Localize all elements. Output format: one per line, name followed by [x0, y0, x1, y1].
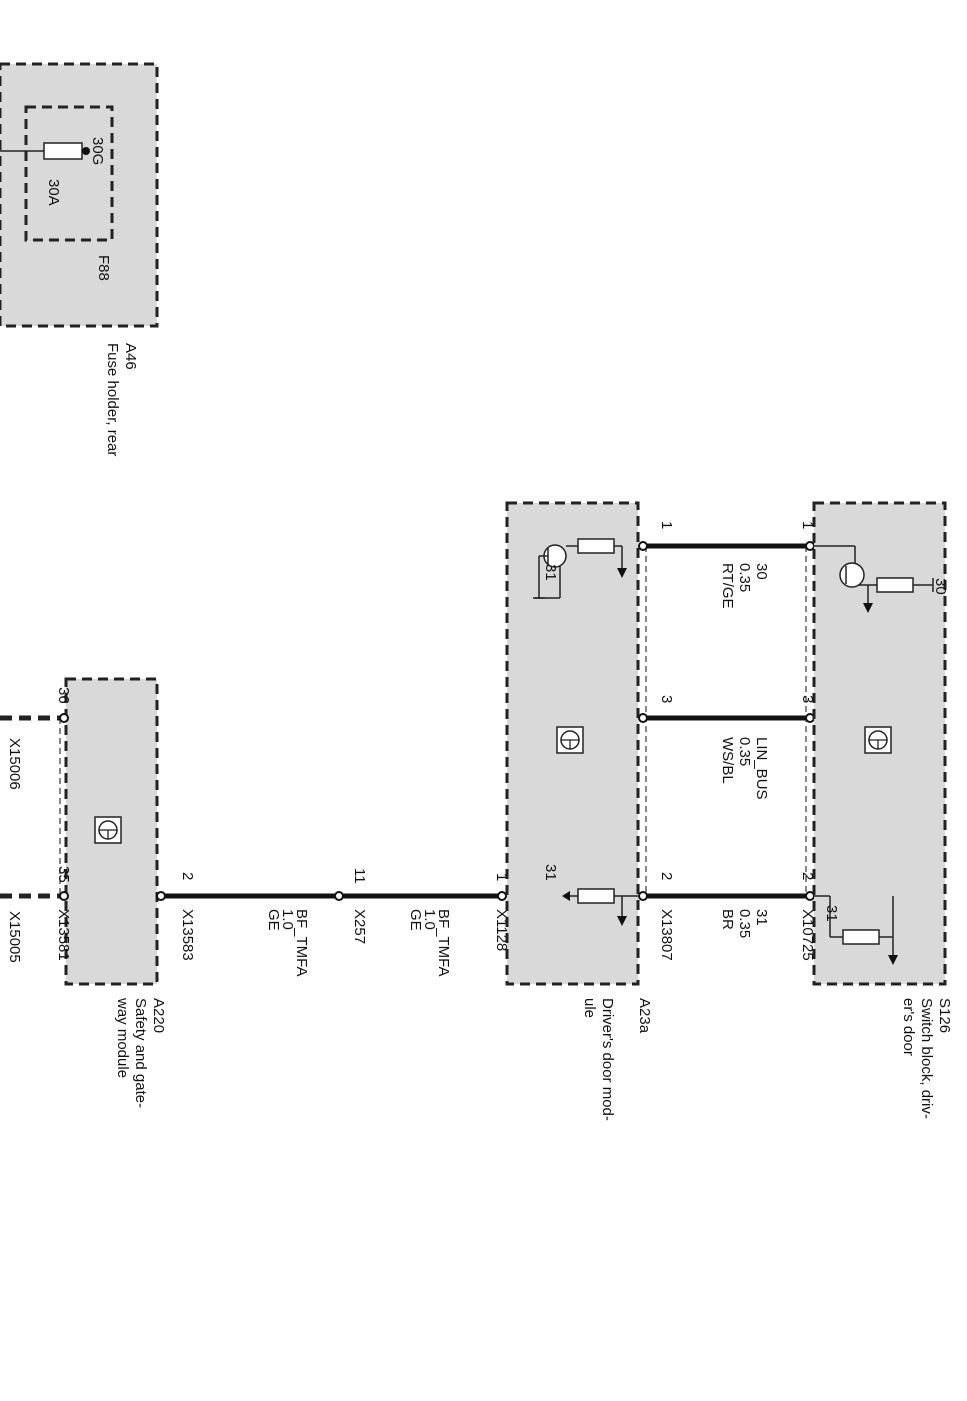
gateway-pin-35-label: 35	[55, 866, 72, 883]
x257-pin-11-label: 11	[351, 868, 368, 884]
wire-30-color: RT/GE	[719, 563, 736, 609]
door-module-pin-3	[638, 713, 648, 723]
door-module-name-line2: ule	[581, 998, 598, 1018]
switch-block-pin-1-label: 1	[799, 521, 816, 529]
door-module-name-line1: Driver's door mod-	[599, 998, 616, 1121]
switch-block-id: S126	[936, 998, 953, 1033]
wire-lin-size: 0.35	[736, 737, 753, 766]
door-module-pin-2-label: 2	[658, 872, 675, 880]
wire-bf-b-name: BF_TMFA	[435, 909, 452, 977]
switch-block-pin-3-label: 3	[799, 695, 816, 703]
door-module-transistor-circuit	[533, 538, 627, 599]
switch-block-pin-2-label: 2	[799, 872, 816, 880]
wire-31-size: 0.35	[736, 909, 753, 938]
switch-block-pin-1	[805, 541, 815, 551]
gateway-aux-connector-label: X13581	[55, 909, 72, 961]
door-module-pin-in	[497, 891, 507, 901]
wire-30-name: 30	[753, 563, 770, 580]
wire-bf-a-name: BF_TMFA	[293, 909, 310, 977]
safety-gateway-controller-icon	[94, 816, 122, 844]
wire-31-color: BR	[719, 909, 736, 930]
door-module-connector-b-label: X13807	[658, 909, 675, 961]
wire-30-size: 0.35	[736, 563, 753, 592]
fuse-holder-box	[0, 62, 159, 328]
switch-block-controller-icon	[864, 726, 892, 754]
fuse-holder-id: A46	[122, 343, 139, 370]
switch-block-ground-circuit	[814, 895, 898, 965]
gateway-name-line1: Safety and gate-	[132, 998, 149, 1108]
fuse-holder-name: Fuse holder, rear	[104, 343, 121, 456]
wire-lin-name: LIN_BUS	[753, 737, 770, 800]
wire-bf-a-color: GE	[265, 909, 282, 931]
gateway-main-connector-label: X13583	[179, 909, 196, 961]
door-module-pin-1-label: 1	[658, 521, 675, 529]
x257-label: X257	[351, 909, 368, 944]
switch-block-name-line2: er's door	[900, 998, 917, 1056]
wire-lin-color: WS/BL	[719, 737, 736, 784]
gateway-name-line2: way module	[114, 997, 131, 1078]
switch-block-transistor-circuit	[814, 545, 934, 613]
gateway-pin-36	[59, 713, 69, 723]
door-module-pin-in-label: 1	[493, 873, 510, 881]
fuse-terminal-dot	[82, 147, 90, 155]
x257-pin-11	[334, 891, 344, 901]
door-module-pin-1	[638, 541, 648, 551]
door-module-pin-2	[638, 891, 648, 901]
wire-bf-a-size: 1.0	[279, 909, 296, 930]
gateway-cont-b-label: X15005	[6, 911, 23, 963]
door-module-id: A23a	[636, 998, 653, 1034]
wire-bf-b-size: 1.0	[421, 909, 438, 930]
gateway-pin-36-label: 36	[55, 687, 72, 704]
fuse-f88-box	[24, 105, 114, 242]
wire-bf-b-color: GE	[407, 909, 424, 931]
gateway-pin-35	[59, 891, 69, 901]
gateway-pin-2	[156, 891, 166, 901]
switch-block-ground-label: 31	[823, 905, 840, 922]
wire-31-name: 31	[753, 909, 770, 926]
fuse-f88-element	[43, 142, 83, 160]
fuse-rating-label: 30A	[45, 179, 62, 206]
switch-block-name-line1: Switch block, driv-	[918, 998, 935, 1119]
door-module-ground2-label: 31	[542, 864, 559, 881]
door-module-controller-icon	[556, 726, 584, 754]
gateway-pin-2-label: 2	[179, 872, 196, 880]
switch-block-connector-label: X10725	[799, 909, 816, 961]
gateway-id: A220	[150, 998, 167, 1033]
door-module-ground-label: 31	[542, 564, 559, 581]
gateway-cont-a-label: X15006	[6, 738, 23, 790]
switch-block-supply-label: 30	[932, 578, 949, 595]
fuse-id-label: F88	[95, 255, 112, 281]
fuse-terminal-label: 30G	[89, 137, 106, 165]
door-module-ground-circuit	[562, 888, 638, 926]
door-module-pin-3-label: 3	[658, 695, 675, 703]
